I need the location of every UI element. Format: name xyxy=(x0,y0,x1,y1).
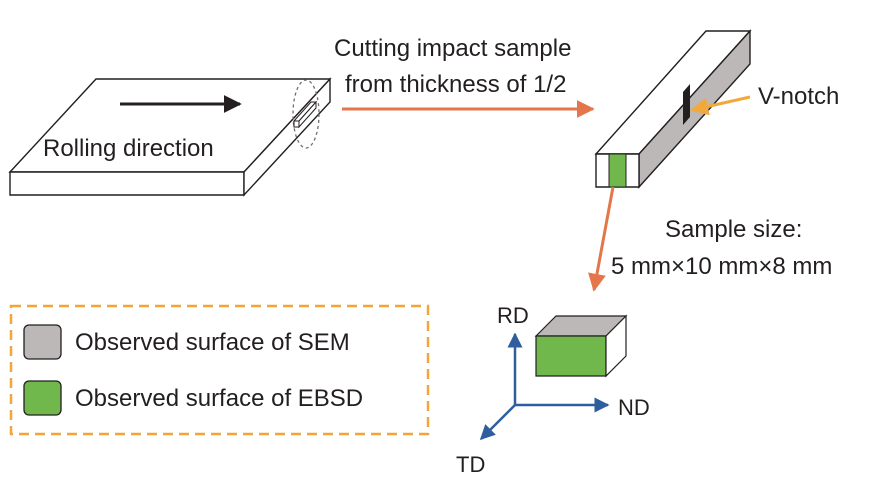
legend-label-sem: Observed surface of SEM xyxy=(75,329,350,356)
ebsd-end-face xyxy=(608,153,627,188)
legend-swatch-ebsd xyxy=(23,380,62,416)
plate-front-face xyxy=(9,171,245,196)
cutting-label-line1: Cutting impact sample xyxy=(334,35,572,62)
v-notch-label: V-notch xyxy=(758,83,840,110)
cut-sample-marker xyxy=(292,100,318,129)
cut-location-ellipse xyxy=(292,79,320,149)
v-notch-pointer xyxy=(690,95,751,116)
coordinate-axes xyxy=(479,332,610,441)
rd-axis-label: RD xyxy=(497,303,529,328)
impact-sample-bar xyxy=(594,29,752,189)
v-notch-mark xyxy=(683,84,690,125)
rolled-plate xyxy=(8,77,332,197)
nd-axis-label: ND xyxy=(618,395,650,420)
td-axis-label: TD xyxy=(456,452,486,477)
legend-border xyxy=(9,304,430,436)
block-side-face xyxy=(605,314,627,378)
sample-size-title: Sample size: xyxy=(665,216,803,243)
observed-block xyxy=(534,314,628,378)
legend-swatch-sem xyxy=(23,324,62,360)
sample-size-value: 5 mm×10 mm×8 mm xyxy=(611,253,833,280)
legend xyxy=(9,304,430,436)
legend-label-ebsd: Observed surface of EBSD xyxy=(75,385,364,412)
block-front-face xyxy=(535,335,607,377)
td-axis xyxy=(479,404,516,441)
sample-detail-arrow xyxy=(588,186,615,292)
rolling-direction-label: Rolling direction xyxy=(43,135,214,162)
cutting-label-line2: from thickness of 1/2 xyxy=(345,71,567,98)
